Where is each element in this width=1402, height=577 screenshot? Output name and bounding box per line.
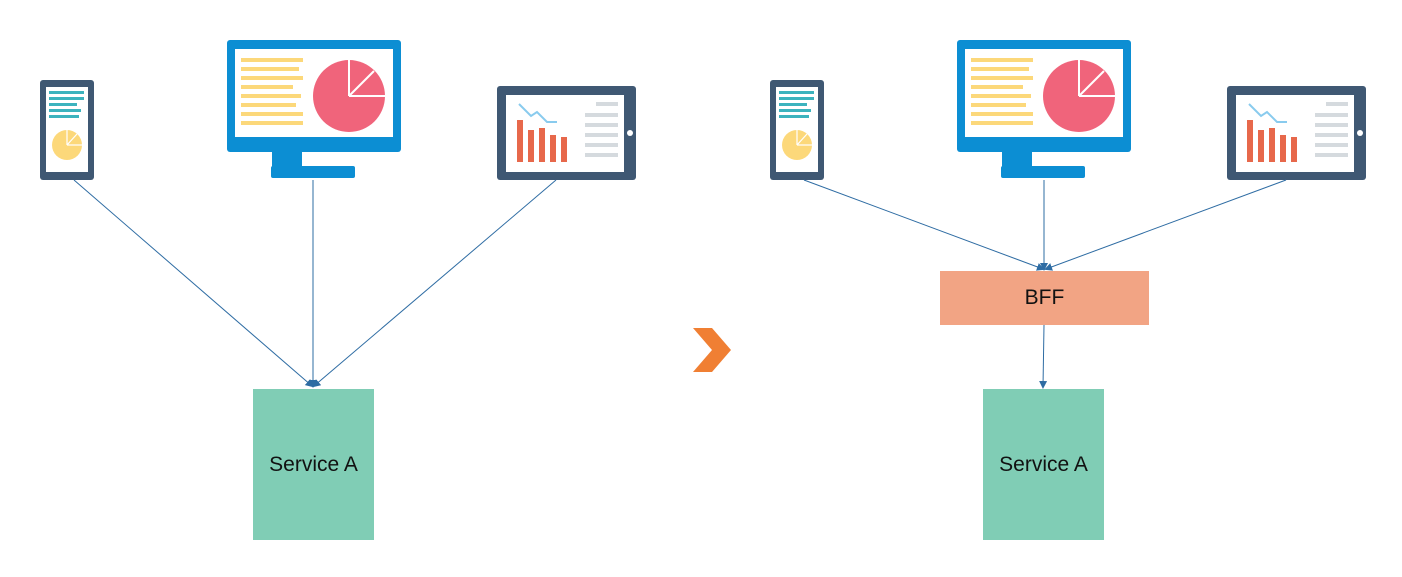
phone-icon: [769, 79, 825, 181]
desktop-monitor-icon: [226, 39, 402, 179]
service-a-box: [253, 389, 374, 540]
phone-icon: [39, 79, 95, 181]
connector-phone-to-service: [73, 179, 314, 388]
tablet-icon: [496, 85, 637, 181]
chevron-right-icon: [693, 328, 731, 372]
left-panel: [39, 39, 637, 540]
service-a-box: [983, 389, 1104, 540]
connector-phone-to-bff: [803, 179, 1045, 271]
bff-label: BFF: [1024, 286, 1065, 309]
right-panel: [769, 39, 1367, 540]
service-a-label: Service A: [269, 452, 358, 476]
tablet-icon: [1226, 85, 1367, 181]
service-a-label: Service A: [999, 452, 1088, 476]
bff-box-shape: [940, 271, 1149, 325]
connector-bff-to-service: [1039, 324, 1048, 389]
connector-tablet-to-bff: [1044, 179, 1287, 271]
connector-tablet-to-service: [312, 179, 557, 388]
desktop-monitor-icon: [956, 39, 1132, 179]
